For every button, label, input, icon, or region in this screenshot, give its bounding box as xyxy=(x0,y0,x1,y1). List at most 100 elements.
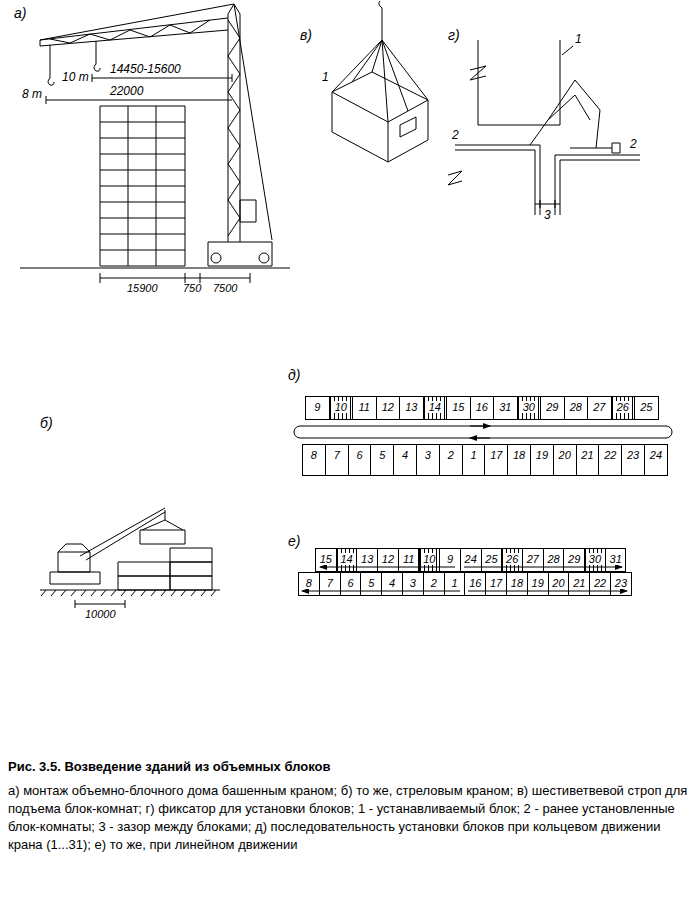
block-number: 30 xyxy=(588,553,602,565)
block-number: 18 xyxy=(512,449,526,461)
block-cell: 28 xyxy=(543,548,565,572)
callout-label: 15900 xyxy=(127,281,158,295)
block-cell: 1 xyxy=(462,444,486,476)
block-cell: 31 xyxy=(493,396,518,420)
callout-label: 10 т xyxy=(62,70,89,84)
block-number: 23 xyxy=(614,577,628,589)
block-number: 11 xyxy=(402,553,415,565)
block-number: 5 xyxy=(367,577,375,589)
block-cell: 16 xyxy=(470,396,495,420)
block-number: 1 xyxy=(469,449,477,461)
block-cell: 24 xyxy=(644,444,668,476)
block-number: 2 xyxy=(430,577,438,589)
block-number: 10 xyxy=(422,553,436,565)
block-cell: 20 xyxy=(553,444,577,476)
dimension-lines xyxy=(46,74,250,283)
block-number: 28 xyxy=(546,553,560,565)
block-number: 24 xyxy=(649,449,663,461)
lower-block-left xyxy=(448,145,540,215)
callout-label: 14450-15600 xyxy=(110,62,181,76)
ring-path xyxy=(294,426,672,438)
wheel xyxy=(211,253,221,263)
block-cell: 28 xyxy=(564,396,589,420)
figure-title: Рис. 3.5. Возведение зданий из объемных … xyxy=(8,758,692,775)
block-number: 22 xyxy=(603,449,617,461)
building xyxy=(100,106,185,266)
block-number: 25 xyxy=(484,553,498,565)
callout-label: 1 xyxy=(575,32,582,46)
block-cell: 10 xyxy=(329,396,354,420)
block-number: 16 xyxy=(475,401,489,413)
block-cell: 23 xyxy=(610,572,632,596)
tower-crane-figure xyxy=(20,4,290,283)
callout-label: д) xyxy=(288,368,300,382)
sling-branches xyxy=(332,40,428,122)
callout-label: 7500 xyxy=(213,281,237,295)
block-number: 14 xyxy=(339,553,353,565)
block-cell: 2 xyxy=(423,572,445,596)
block-number: 26 xyxy=(616,401,630,413)
block-cell: 30 xyxy=(517,396,542,420)
block-cell: 4 xyxy=(393,444,417,476)
block-cell: 22 xyxy=(598,444,622,476)
callout-label: 2 xyxy=(452,128,459,142)
block-cell: 24 xyxy=(460,548,482,572)
ground-line xyxy=(20,268,290,269)
block-cell: 19 xyxy=(527,572,549,596)
block-cell: 5 xyxy=(370,444,394,476)
block-number: 21 xyxy=(580,449,594,461)
callout-label: а) xyxy=(14,6,26,20)
ring-arrow xyxy=(470,438,490,439)
block-cell: 13 xyxy=(399,396,424,420)
block-cell: 18 xyxy=(507,444,531,476)
leader-line xyxy=(562,46,573,55)
block-number: 27 xyxy=(592,401,606,413)
block-cell: 21 xyxy=(568,572,590,596)
callout-label: 1 xyxy=(322,70,329,84)
block-number: 12 xyxy=(381,401,395,413)
block-cell: 19 xyxy=(530,444,554,476)
callout-label: 8 т xyxy=(22,87,42,101)
block-room xyxy=(332,72,428,162)
block-cell: 11 xyxy=(398,548,420,572)
block-number: 15 xyxy=(451,401,465,413)
block-cell: 27 xyxy=(587,396,612,420)
block-cell: 12 xyxy=(376,396,401,420)
block-cell: 20 xyxy=(548,572,570,596)
block-number: 15 xyxy=(319,553,333,565)
hook xyxy=(379,1,382,40)
crane-mast xyxy=(228,4,240,242)
sling-figure xyxy=(332,1,428,162)
figure-caption: а) монтаж объемно-блочного дома башенным… xyxy=(8,782,692,854)
block-cell: 31 xyxy=(605,548,627,572)
block-number: 24 xyxy=(464,553,478,565)
block-number: 31 xyxy=(609,553,623,565)
block-number: 4 xyxy=(388,577,396,589)
block-number: 8 xyxy=(310,449,318,461)
block-number: 20 xyxy=(558,449,572,461)
dimension-line xyxy=(75,600,125,608)
crawler xyxy=(50,544,100,584)
block-number: 27 xyxy=(526,553,540,565)
block-cell: 29 xyxy=(563,548,585,572)
callout-label: в) xyxy=(300,28,312,42)
callout-label: г) xyxy=(448,28,460,42)
callout-label: 2 xyxy=(630,137,637,151)
block-number: 20 xyxy=(551,577,565,589)
block-cell: 15 xyxy=(315,548,337,572)
block-cell: 23 xyxy=(621,444,645,476)
block-number: 19 xyxy=(531,577,545,589)
fixator xyxy=(530,80,620,153)
block-cell: 10 xyxy=(419,548,441,572)
block-cell: 25 xyxy=(634,396,659,420)
fixator-figure xyxy=(448,40,640,215)
block-number: 16 xyxy=(468,577,482,589)
ground xyxy=(40,590,220,596)
block-cell: 14 xyxy=(336,548,358,572)
block-cell: 15 xyxy=(446,396,471,420)
block-cell: 26 xyxy=(611,396,636,420)
block-cell: 3 xyxy=(416,444,440,476)
block-number: 3 xyxy=(409,577,417,589)
block-cell: 6 xyxy=(340,572,362,596)
